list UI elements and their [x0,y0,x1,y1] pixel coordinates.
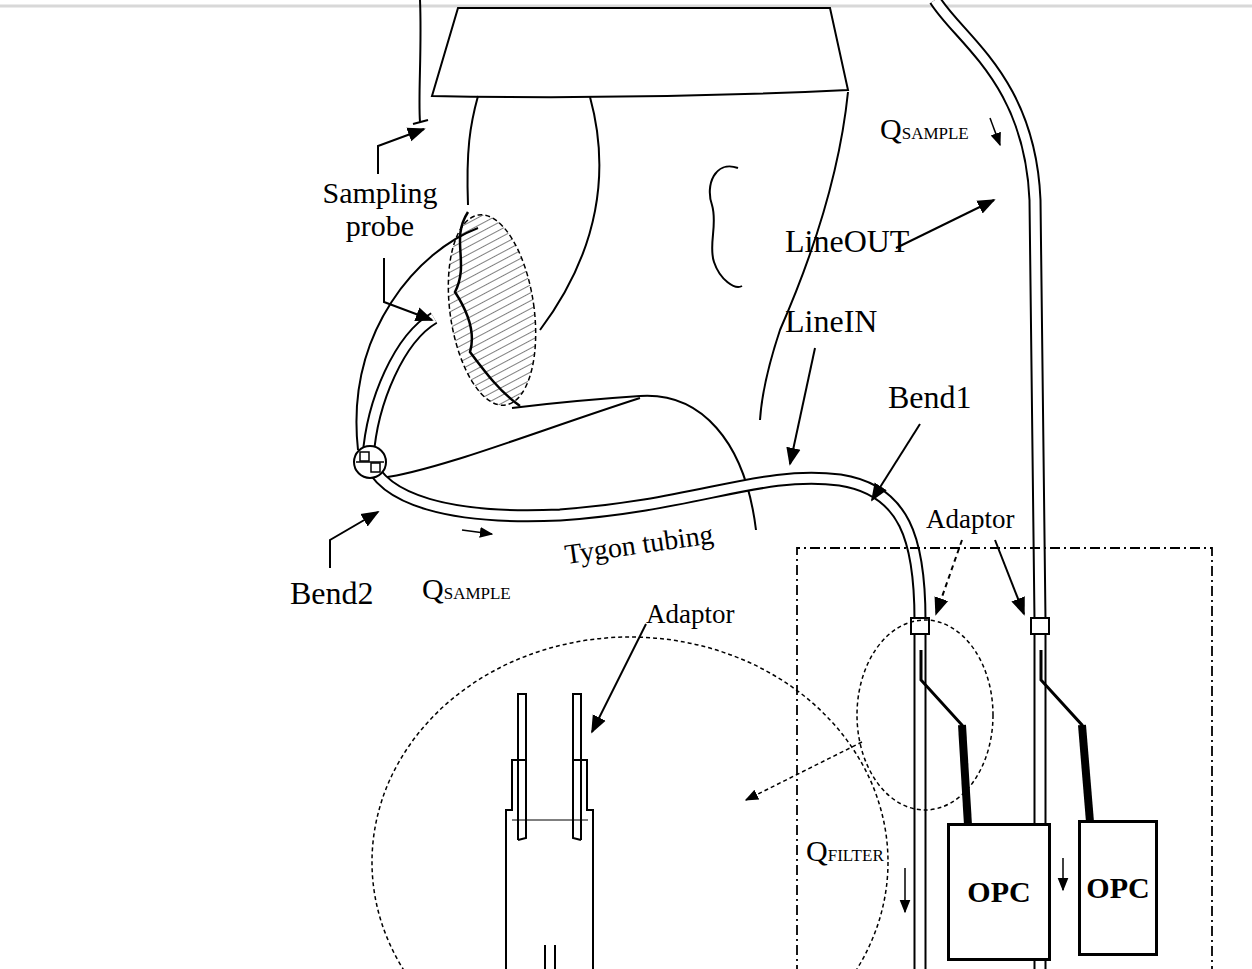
line-label: LineIN [785,304,877,339]
mannequin-head [432,8,848,530]
opc-box: OPC [947,823,1051,961]
flow-label: QSAMPLE [422,572,511,605]
leader-line [330,129,1024,732]
line-label: LineOUT [785,224,909,259]
bend-label: Bend2 [290,576,374,611]
flow-label: QSAMPLE [880,112,969,145]
bend-connector [354,446,386,478]
zoom-ellipse [372,637,888,969]
part-label: Sampling probe [318,176,442,242]
flow-arrow [462,118,1063,912]
opc-lead [921,650,1090,825]
part-label: Adaptor [926,505,1014,535]
adaptor-detail [506,694,593,969]
part-label: Adaptor [646,600,734,630]
flow-label: QFILTER [806,834,884,867]
bend-label: Bend1 [888,380,972,415]
detail-marker [857,620,993,810]
zoom-pointer [746,742,862,800]
instrument-name: OPC [967,875,1030,909]
instrument-name: OPC [1086,871,1149,905]
opc-box: OPC [1078,820,1158,956]
part-label: Tygon tubing [563,519,716,570]
